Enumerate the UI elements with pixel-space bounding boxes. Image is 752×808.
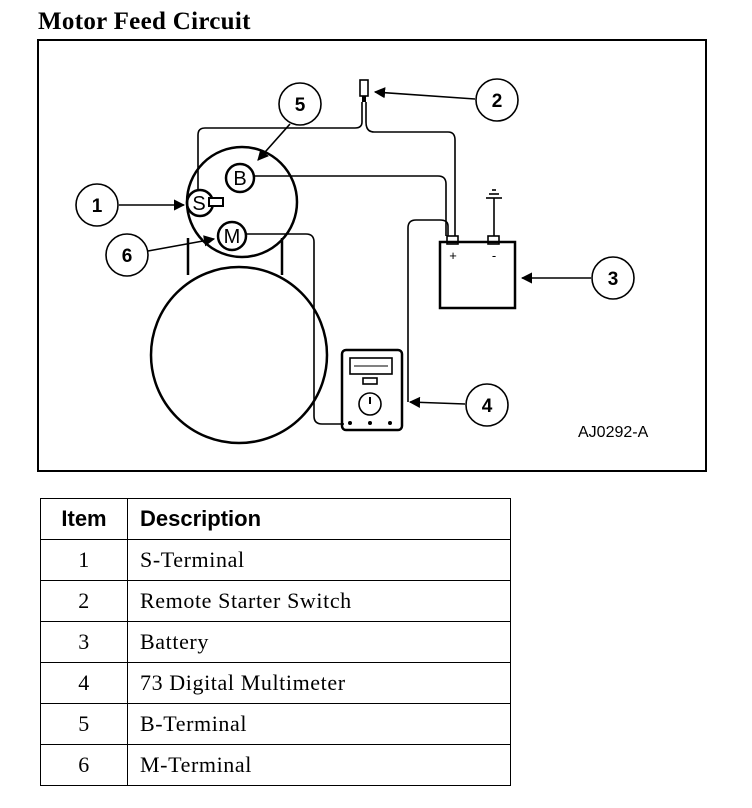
digital-multimeter [340,348,404,432]
item-description-table: Item Description 1 S-Terminal 2 Remote S… [40,498,511,786]
b-terminal: B [224,162,256,194]
item-description: 73 Digital Multimeter [127,662,511,704]
table-row: 6 M-Terminal [40,744,511,786]
battery: + - [438,235,517,310]
callout-5: 5 [257,82,322,161]
item-number: 4 [40,662,128,704]
ground-symbol [486,189,502,236]
item-number: 5 [40,703,128,745]
figure-id: AJ0292-A [578,424,649,441]
battery-negative-label: - [492,248,496,263]
callout-2: 2 [373,78,519,122]
item-number: 6 [40,744,128,786]
svg-text:1: 1 [92,196,103,217]
description-column-header: Description [127,498,511,540]
table-row: 1 S-Terminal [40,539,511,581]
item-description: M-Terminal [127,744,511,786]
item-number: 2 [40,580,128,622]
m-terminal-label: M [224,226,241,248]
svg-text:6: 6 [122,246,133,267]
svg-text:2: 2 [492,91,503,112]
item-column-header: Item [40,498,128,540]
callout-3: 3 [520,256,635,300]
item-description: Battery [127,621,511,663]
svg-text:4: 4 [482,396,493,417]
svg-text:5: 5 [295,95,306,116]
wire-switch-to-s-terminal [197,102,363,190]
callout-4: 4 [408,383,509,427]
wire-m-terminal-to-multimeter [246,233,344,425]
motor-feed-circuit-diagram: B S M + - [37,39,707,472]
s-terminal: S [185,188,224,218]
table-row: 4 73 Digital Multimeter [40,662,511,704]
callout-6: 6 [105,233,216,277]
table-row: 2 Remote Starter Switch [40,580,511,622]
table-header-row: Item Description [40,498,511,540]
m-terminal: M [216,220,248,252]
wire-battery-to-multimeter [407,219,449,402]
table-row: 5 B-Terminal [40,703,511,745]
wire-switch-to-battery [365,102,456,236]
b-terminal-label: B [233,168,246,190]
figure-title: Motor Feed Circuit [38,8,251,35]
starter-motor-body [149,265,329,445]
item-description: Remote Starter Switch [127,580,511,622]
figure-frame [37,39,707,472]
wire-b-terminal-to-battery [254,175,447,236]
svg-text:3: 3 [608,269,619,290]
item-description: B-Terminal [127,703,511,745]
callout-1: 1 [75,183,186,227]
s-terminal-label: S [192,193,205,215]
item-number: 1 [40,539,128,581]
battery-positive-label: + [449,248,457,263]
item-description: S-Terminal [127,539,511,581]
item-number: 3 [40,621,128,663]
table-row: 3 Battery [40,621,511,663]
remote-starter-switch [359,79,369,102]
